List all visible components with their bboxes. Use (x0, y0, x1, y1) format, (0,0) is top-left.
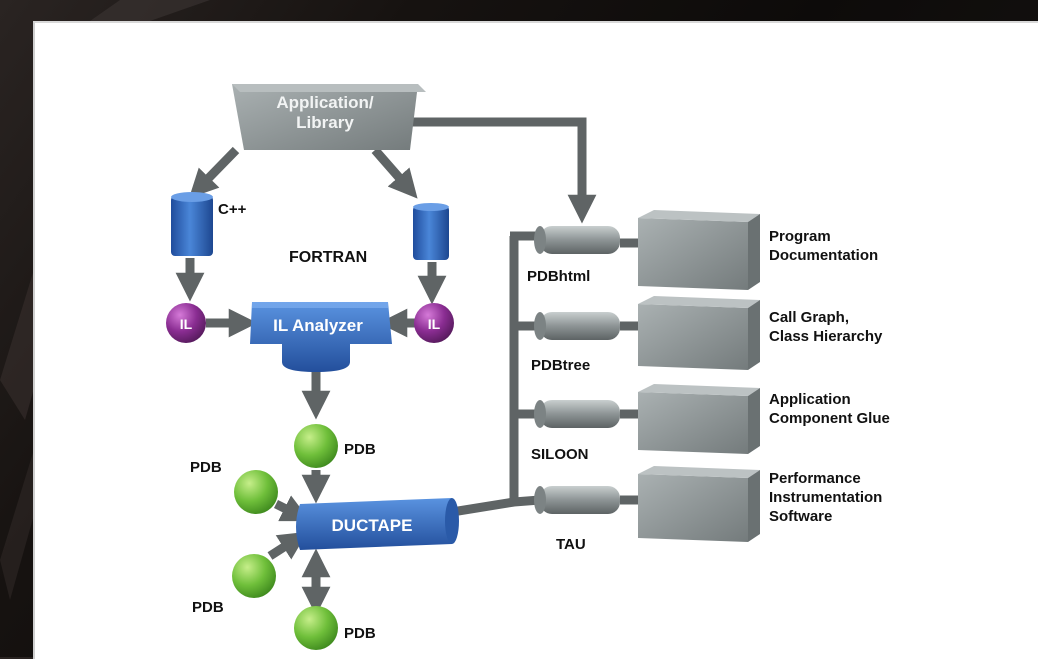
il-left-sphere: IL (166, 303, 206, 343)
fortran-frontend (413, 203, 449, 260)
output-box-documentation (638, 210, 760, 290)
pdb-bottom-label: PDB (344, 625, 376, 642)
il-analyzer-label: IL Analyzer (273, 316, 363, 335)
output-performance-line2: Instrumentation (769, 489, 882, 506)
il-analyzer: IL Analyzer (250, 302, 392, 372)
tool-pdbtree-label: PDBtree (531, 357, 590, 374)
tool-pdbhtml-label: PDBhtml (527, 268, 590, 285)
arrow-app-to-fortran (371, 147, 418, 199)
fortran-label: FORTRAN (289, 249, 367, 266)
il-right-sphere: IL (414, 303, 454, 343)
diagram-panel (33, 21, 1038, 659)
output-callgraph-line1: Call Graph, (769, 309, 849, 326)
output-componentglue-line2: Component Glue (769, 410, 890, 427)
cpp-frontend (171, 192, 213, 256)
tool-tau (534, 486, 620, 514)
ductape-label: DUCTAPE (332, 516, 413, 535)
output-callgraph-line2: Class Hierarchy (769, 328, 883, 345)
app-label-line2: Library (296, 113, 354, 132)
arrow-app-to-cpp (188, 146, 240, 199)
arrow-app-to-pdbhtml (410, 117, 597, 224)
tool-tau-label: TAU (556, 536, 586, 553)
pdb-left-label: PDB (190, 459, 222, 476)
pdb-top-label: PDB (344, 441, 376, 458)
pdb-left-sphere (234, 470, 278, 514)
output-box-componentglue (638, 384, 760, 454)
tool-pdbhtml (534, 226, 620, 254)
output-box-callgraph (638, 296, 760, 370)
tool-siloon (534, 400, 620, 428)
app-label-line1: Application/ (276, 93, 374, 112)
ductape: DUCTAPE (296, 498, 459, 550)
cpp-label: C++ (218, 201, 247, 218)
tool-siloon-label: SILOON (531, 446, 589, 463)
pdb-bottom-sphere (294, 606, 338, 650)
bus-ductape (451, 495, 541, 517)
output-performance-line1: Performance (769, 470, 861, 487)
arrow-pdb-bottomleft-ductape (267, 531, 308, 560)
output-box-performance (638, 466, 760, 542)
il-right-label: IL (428, 316, 441, 332)
il-left-label: IL (180, 316, 193, 332)
tool-pdbtree (534, 312, 620, 340)
application-library-box: Application/ Library (232, 84, 426, 150)
output-componentglue-line1: Application (769, 391, 851, 408)
output-documentation-line2: Documentation (769, 247, 878, 264)
pdb-bottom-left-label: PDB (192, 599, 224, 616)
arrow-pdb-left-to-ductape (273, 495, 311, 522)
output-performance-line3: Software (769, 508, 832, 525)
pdb-top-sphere (294, 424, 338, 468)
output-documentation-line1: Program (769, 228, 831, 245)
pdb-bottom-left-sphere (232, 554, 276, 598)
